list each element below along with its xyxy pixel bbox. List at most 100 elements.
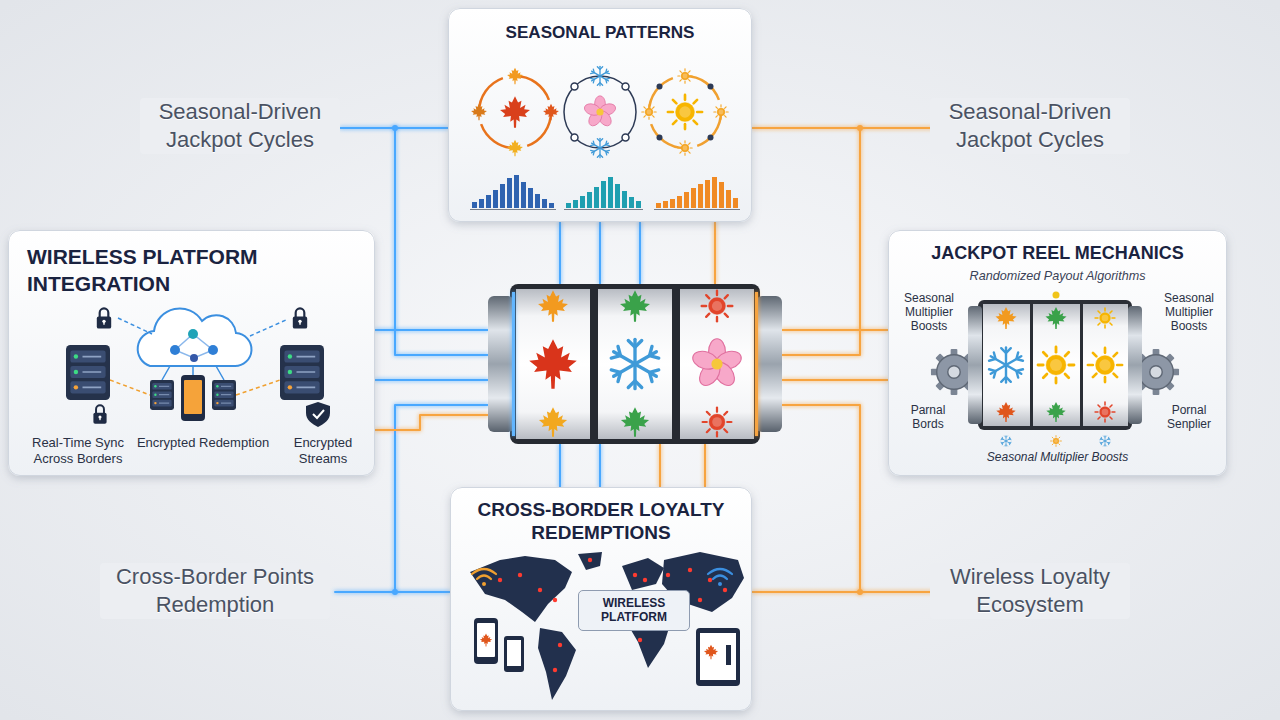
network-icons: [66, 345, 110, 400]
mini-reel: [1001, 436, 1012, 447]
connector-glow: [392, 125, 398, 131]
mini-reel: [1046, 402, 1065, 422]
callout-label: Parnal Bords: [895, 403, 961, 431]
world-map: [708, 569, 732, 586]
slot-reel: [620, 290, 650, 321]
season-cycle-icons: [564, 76, 636, 148]
season-cycle-icons: [583, 96, 617, 128]
text-slot: SEASONAL PATTERNS: [449, 21, 751, 45]
network-icons: [138, 308, 252, 366]
callout-label: Pornal Senplier: [1155, 403, 1223, 431]
panel-title: WIRELESS PLATFORM INTEGRATION: [27, 243, 357, 297]
world-map: [474, 618, 498, 664]
panel-title: JACKPOT REEL MECHANICS: [889, 241, 1226, 265]
network-icons: [208, 345, 218, 355]
text-slot: Seasonal Multiplier Boosts: [919, 450, 1196, 465]
mini-reel: [1053, 292, 1060, 299]
world-map: [578, 552, 602, 570]
text-slot: CROSS-BORDER LOYALTY REDEMPTIONS: [461, 498, 741, 544]
panel-title: SEASONAL PATTERNS: [449, 21, 751, 45]
slot-reel: [598, 289, 672, 439]
network-icons: [293, 308, 307, 328]
world-map: [477, 623, 495, 657]
panel-card: [888, 230, 1227, 476]
season-cycle-icons: [678, 69, 692, 83]
text-slot: Encrypted Redemption: [133, 435, 273, 451]
icon-caption: Encrypted Redemption: [133, 435, 273, 451]
panel-card: [448, 8, 752, 222]
world-map: [588, 558, 592, 562]
mini-reel: [968, 306, 982, 424]
slot-reel: [756, 296, 782, 432]
mini-reel: [1038, 347, 1074, 383]
world-map: [696, 628, 740, 686]
text-slot: Wireless Loyalty Ecosystem: [930, 563, 1130, 619]
text-slot: JACKPOT REEL MECHANICS: [889, 241, 1226, 265]
world-map: [470, 552, 744, 700]
panel-card: [450, 487, 752, 711]
panel: CROSS-BORDER LOYALTY REDEMPTIONS WIRELESS…: [450, 487, 752, 711]
world-map: [723, 588, 727, 592]
season-cycle-icons: [479, 76, 551, 148]
season-cycle-icons: [668, 95, 702, 129]
mini-reel: [996, 402, 1015, 422]
network-icons: [188, 329, 198, 339]
network-icons: [66, 308, 330, 427]
network-icons: [170, 345, 180, 355]
season-cycle-icons: [571, 83, 629, 141]
mini-reel: [1088, 348, 1122, 382]
world-map: [633, 573, 637, 577]
mini-reel: [1128, 306, 1142, 424]
season-cycle-icons: [500, 96, 530, 127]
mini-reel: [1095, 402, 1115, 422]
season-cycle-icons: [471, 104, 487, 121]
season-cycle-icons: [571, 83, 578, 90]
season-cycle-icons: [714, 105, 728, 119]
network-icons: [150, 380, 174, 410]
season-cycle-icons: [471, 66, 728, 157]
world-map: [666, 573, 670, 577]
world-map: [507, 640, 521, 666]
network-icons: [280, 345, 324, 400]
mini-reel: [983, 304, 1030, 426]
network-icons: [306, 402, 330, 427]
floating-label: Wireless Loyalty Ecosystem: [930, 563, 1130, 619]
panel-title: CROSS-BORDER LOYALTY REDEMPTIONS: [461, 498, 741, 544]
mini-reel: [988, 347, 1023, 382]
world-map: [518, 573, 522, 577]
text-slot: Seasonal Multiplier Boosts: [1155, 291, 1223, 333]
network-icons: [118, 318, 286, 336]
text-slot: Seasonal-Driven Jackpot Cycles: [140, 98, 340, 154]
floating-label: Seasonal-Driven Jackpot Cycles: [140, 98, 340, 154]
world-map: [538, 628, 576, 700]
text-slot: WIRELESS PLATFORM INTEGRATION: [27, 243, 357, 297]
text-slot: Cross-Border Points Redemption: [100, 563, 330, 619]
slot-reel: [690, 339, 743, 390]
box-label: WIRELESS PLATFORM: [588, 596, 680, 624]
bar-chart: [470, 209, 740, 210]
text-slot: Randomized Payout Algorithms: [889, 267, 1226, 285]
slot-reel: [510, 284, 760, 444]
network-icons: [97, 308, 111, 328]
panel-subtitle: Randomized Payout Algorithms: [889, 267, 1226, 285]
season-cycle-icons: [507, 68, 523, 85]
season-cycle-icons: [642, 105, 656, 119]
text-slot: Pornal Senplier: [1155, 403, 1223, 431]
bar-chart: [656, 177, 738, 208]
season-cycle-icons: [678, 141, 692, 155]
network-icons: [212, 380, 236, 410]
world-map: [700, 633, 736, 680]
world-map: [643, 578, 647, 582]
mini-reel: [1083, 304, 1128, 426]
slot-reel: [539, 407, 567, 436]
slot-reel: [680, 289, 754, 439]
season-cycle-icons: [590, 138, 609, 157]
slot-reel: [621, 407, 649, 436]
world-map: [708, 578, 712, 582]
floating-label: Seasonal-Driven Jackpot Cycles: [930, 98, 1130, 154]
season-cycle-icons: [622, 83, 629, 90]
text-slot: Seasonal Multiplier Boosts: [895, 291, 963, 333]
slot-reel: [516, 289, 590, 439]
